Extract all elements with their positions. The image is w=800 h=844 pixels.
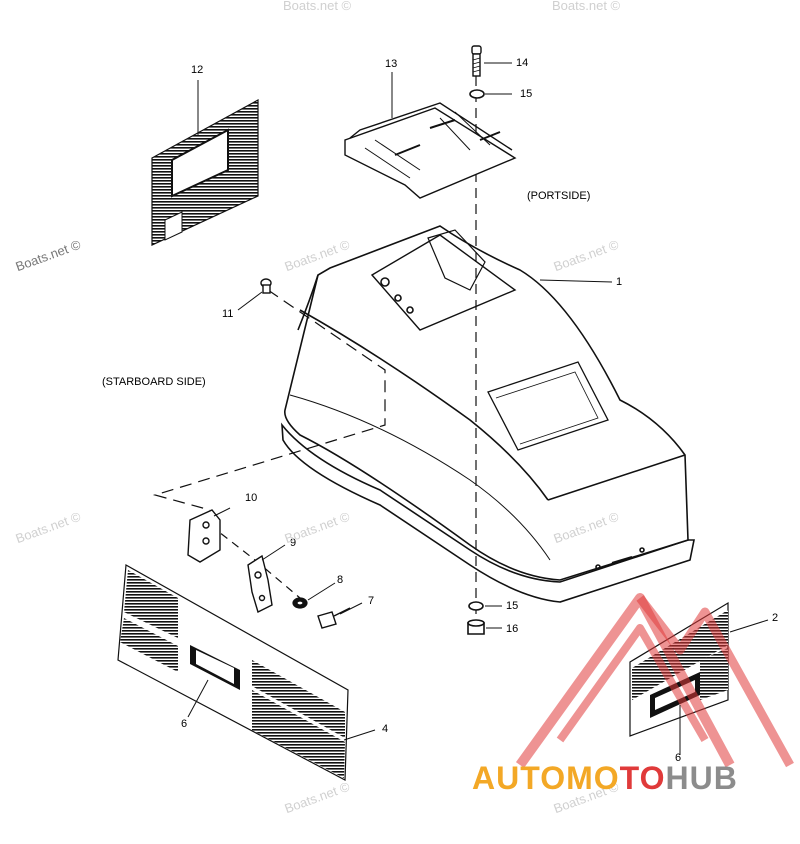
callout-8: 8 [337,574,344,586]
decal-12 [151,98,259,246]
callout-4: 4 [382,723,389,735]
screw-14 [471,45,482,77]
callout-leaders [187,62,769,755]
brand-part-3: HUB [665,760,738,796]
brand-part-1: AUTOMO [472,760,620,796]
callout-14: 14 [516,57,529,69]
washer-15-bottom [468,601,484,611]
callout-7: 7 [368,595,375,607]
washer-8 [292,597,308,609]
callout-6-left: 6 [181,718,188,730]
portside-label: (PORTSIDE) [527,190,591,202]
nut-16 [467,619,485,635]
callout-11: 11 [222,308,234,320]
watermark: Boats.net © [283,0,352,13]
engine-cover [281,225,695,603]
callout-13: 13 [385,58,398,70]
callout-9: 9 [290,537,297,549]
grommet-11 [260,278,272,294]
bracket-10 [187,509,221,563]
starboard-side-label: (STARBOARD SIDE) [102,376,206,388]
callout-15-bottom: 15 [506,600,519,612]
callout-15-top: 15 [520,88,533,100]
automotohub-logo [515,593,794,768]
callout-6-right: 6 [675,752,682,764]
callout-10: 10 [245,492,258,504]
brand-part-2: TO [619,760,666,796]
callout-12: 12 [191,64,204,76]
washer-15-top [469,89,485,99]
decal-4 [117,564,349,781]
callout-16: 16 [506,623,519,635]
bolt-7 [317,607,351,629]
watermark: Boats.net © [552,0,621,13]
top-plate-13 [344,102,517,199]
automotohub-brand-text: AUTOMOTOHUB [472,760,738,797]
callout-1: 1 [616,276,623,288]
latch-9 [247,554,273,613]
callout-2: 2 [772,612,779,624]
